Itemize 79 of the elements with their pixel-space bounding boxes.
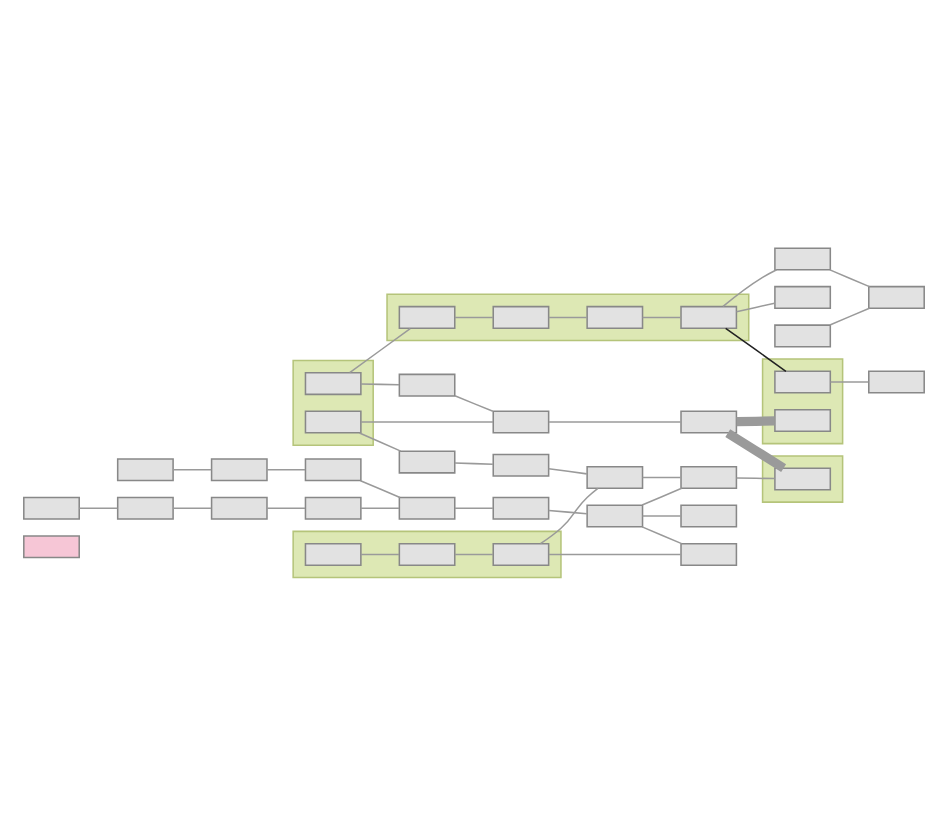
connector <box>829 381 870 383</box>
connector <box>724 327 787 373</box>
connector <box>539 487 599 545</box>
connector <box>360 421 494 423</box>
node-box <box>774 370 832 394</box>
node-box <box>774 285 832 309</box>
connector <box>722 268 778 308</box>
node-box <box>774 467 832 491</box>
cluster <box>386 293 750 342</box>
node-box <box>116 458 174 482</box>
connector <box>360 383 400 386</box>
node-box <box>398 373 456 397</box>
connector <box>641 487 683 506</box>
node-box <box>680 504 738 528</box>
cluster <box>761 455 844 503</box>
node-box <box>23 535 80 559</box>
connector <box>360 553 400 556</box>
node-box <box>680 410 738 434</box>
connector <box>548 509 588 515</box>
node-box <box>774 324 832 348</box>
node-box <box>304 410 362 434</box>
node-box <box>586 504 644 528</box>
node-box <box>680 542 738 566</box>
connector <box>454 462 494 466</box>
node-box <box>586 465 644 490</box>
node-box <box>304 496 362 520</box>
connector <box>548 467 588 475</box>
connector <box>172 507 212 510</box>
node-box <box>492 410 550 434</box>
connector <box>829 307 871 326</box>
connector <box>548 316 588 319</box>
connector <box>266 507 306 510</box>
connector <box>641 316 682 319</box>
node-box <box>210 496 268 520</box>
connector <box>78 507 119 510</box>
connector <box>359 479 401 499</box>
node-box <box>398 542 456 566</box>
connector <box>454 507 494 510</box>
connector <box>736 416 775 427</box>
connector <box>735 477 776 480</box>
node-box <box>492 496 550 520</box>
connector <box>358 432 402 452</box>
connector <box>735 302 776 313</box>
connector <box>266 469 306 471</box>
node-box <box>304 372 362 396</box>
connector <box>454 395 494 413</box>
cluster <box>292 530 562 579</box>
connector <box>641 515 682 517</box>
node-box <box>304 458 362 482</box>
node-box <box>492 305 550 329</box>
node-box <box>398 450 456 474</box>
node-box <box>680 465 738 490</box>
connector <box>548 421 682 423</box>
connector <box>725 429 787 472</box>
node-box <box>116 496 174 520</box>
connector <box>454 316 494 319</box>
connector <box>548 553 682 556</box>
node-box <box>492 453 550 477</box>
connector <box>641 476 682 479</box>
node-box <box>492 542 550 566</box>
node-box <box>774 247 832 271</box>
node-box <box>210 458 268 482</box>
node-box <box>398 496 456 520</box>
connector <box>348 327 411 374</box>
node-box <box>23 496 80 520</box>
cluster <box>761 358 844 445</box>
connector <box>360 507 400 510</box>
node-box <box>868 285 925 309</box>
connector <box>829 269 871 288</box>
connector <box>172 469 212 471</box>
node-box <box>398 305 456 329</box>
connector <box>454 553 494 556</box>
node-box <box>868 370 925 394</box>
node-box <box>774 409 832 433</box>
node-box <box>586 305 644 329</box>
node-box <box>304 542 362 566</box>
cluster <box>292 359 374 446</box>
connector <box>641 526 683 545</box>
node-box <box>680 305 738 329</box>
